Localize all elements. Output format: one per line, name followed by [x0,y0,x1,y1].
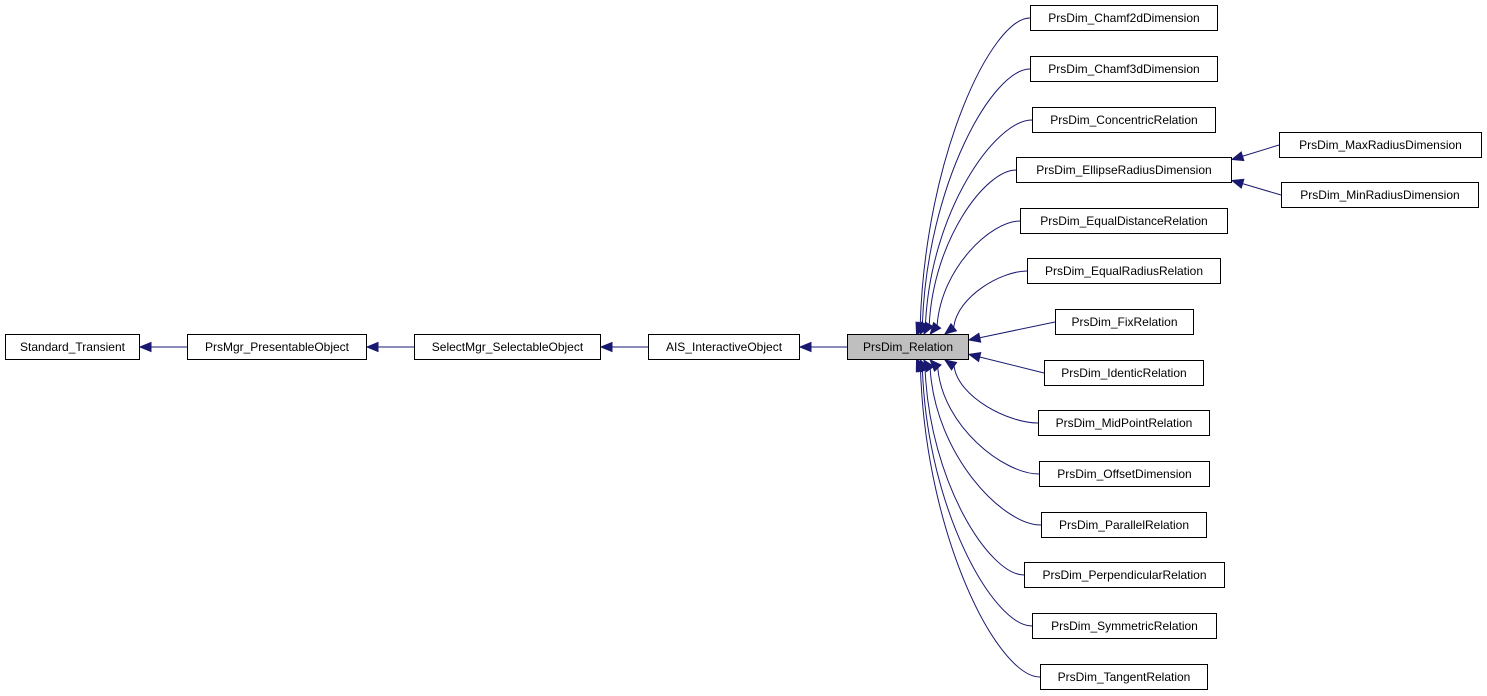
edge-prsdim_concentricrelation-to-prsdim_relation [924,119,1033,325]
arrowhead-prsdim_maxradiusdimension-to-prsdim_ellipseradiusdimension [1230,151,1245,162]
node-prsdim-chamf2ddimension[interactable]: PrsDim_Chamf2dDimension [1030,5,1218,31]
edge-prsdim_maxradiusdimension-to-prsdim_ellipseradiusdimension [1242,144,1280,157]
node-prsmgr-presentableobject[interactable]: PrsMgr_PresentableObject [187,334,367,360]
arrowhead-prsdim_tangentrelation-to-prsdim_relation [915,358,926,373]
node-standard-transient[interactable]: Standard_Transient [5,334,140,360]
arrowhead-selectmgr_selectableobject-to-prsmgr_presentableobject [365,341,379,353]
node-prsdim-parallelrelation[interactable]: PrsDim_ParallelRelation [1041,512,1207,538]
edge-prsdim_perpendicularrelation-to-prsdim_relation [924,369,1025,576]
node-prsdim-relation-current: PrsDim_Relation [847,334,969,360]
node-prsdim-symmetricrelation[interactable]: PrsDim_SymmetricRelation [1032,613,1217,639]
node-prsdim-identicrelation[interactable]: PrsDim_IdenticRelation [1044,360,1204,386]
node-prsdim-ellipseradiusdimension[interactable]: PrsDim_EllipseRadiusDimension [1016,157,1232,183]
node-prsdim-concentricrelation[interactable]: PrsDim_ConcentricRelation [1032,107,1216,133]
node-prsdim-fixrelation[interactable]: PrsDim_FixRelation [1055,309,1194,335]
edge-prsdim_parallelrelation-to-prsdim_relation [929,368,1042,526]
edge-prsdim_equaldistancerelation-to-prsdim_relation [936,220,1021,326]
arrowhead-ais_interactiveobject-to-selectmgr_selectableobject [599,341,613,353]
edge-prsdim_tangentrelation-to-prsdim_relation [920,370,1041,678]
node-prsdim-midpointrelation[interactable]: PrsDim_MidPointRelation [1038,410,1210,436]
node-prsdim-chamf3ddimension[interactable]: PrsDim_Chamf3dDimension [1030,56,1218,82]
node-prsdim-equaldistancerelation[interactable]: PrsDim_EqualDistanceRelation [1020,208,1228,234]
arrowhead-prsdim_equalradiusrelation-to-prsdim_relation [943,322,958,335]
arrowhead-prsdim_ellipseradiusdimension-to-prsdim_relation [923,321,935,336]
edge-prsdim_ellipseradiusdimension-to-prsdim_relation [928,169,1017,325]
edge-prsdim_equalradiusrelation-to-prsdim_relation [953,270,1028,328]
edge-prsdim_chamf3ddimension-to-prsdim_relation [921,68,1031,324]
node-prsdim-perpendicularrelation[interactable]: PrsDim_PerpendicularRelation [1024,562,1225,588]
edge-prsdim_midpointrelation-to-prsdim_relation [953,366,1039,424]
edge-prsdim_minradiusdimension-to-prsdim_ellipseradiusdimension [1242,183,1282,196]
edge-prsdim_fixrelation-to-prsdim_relation [979,321,1056,339]
node-prsdim-equalradiusrelation[interactable]: PrsDim_EqualRadiusRelation [1027,258,1221,284]
arrowhead-prsdim_midpointrelation-to-prsdim_relation [943,359,958,371]
node-ais-interactiveobject[interactable]: AIS_InteractiveObject [648,334,800,360]
arrowhead-prsdim_fixrelation-to-prsdim_relation [967,332,982,343]
node-prsdim-maxradiusdimension[interactable]: PrsDim_MaxRadiusDimension [1279,132,1482,158]
arrowhead-prsdim_identicrelation-to-prsdim_relation [967,352,982,363]
node-prsdim-minradiusdimension[interactable]: PrsDim_MinRadiusDimension [1281,182,1479,208]
arrowhead-prsdim_equaldistancerelation-to-prsdim_relation [929,321,942,336]
edge-prsdim_identicrelation-to-prsdim_relation [979,356,1045,374]
arrowhead-prsdim_minradiusdimension-to-prsdim_ellipseradiusdimension [1230,178,1245,189]
arrowhead-prsdim_relation-to-ais_interactiveobject [798,341,812,353]
edge-prsdim_chamf2ddimension-to-prsdim_relation [919,17,1031,324]
node-selectmgr-selectableobject[interactable]: SelectMgr_SelectableObject [414,334,601,360]
edge-prsdim_symmetricrelation-to-prsdim_relation [921,370,1033,627]
arrowhead-prsmgr_presentableobject-to-standard_transient [138,341,152,353]
node-prsdim-tangentrelation[interactable]: PrsDim_TangentRelation [1040,664,1208,690]
edge-prsdim_offsetdimension-to-prsdim_relation [937,367,1040,475]
node-prsdim-offsetdimension[interactable]: PrsDim_OffsetDimension [1039,461,1210,487]
